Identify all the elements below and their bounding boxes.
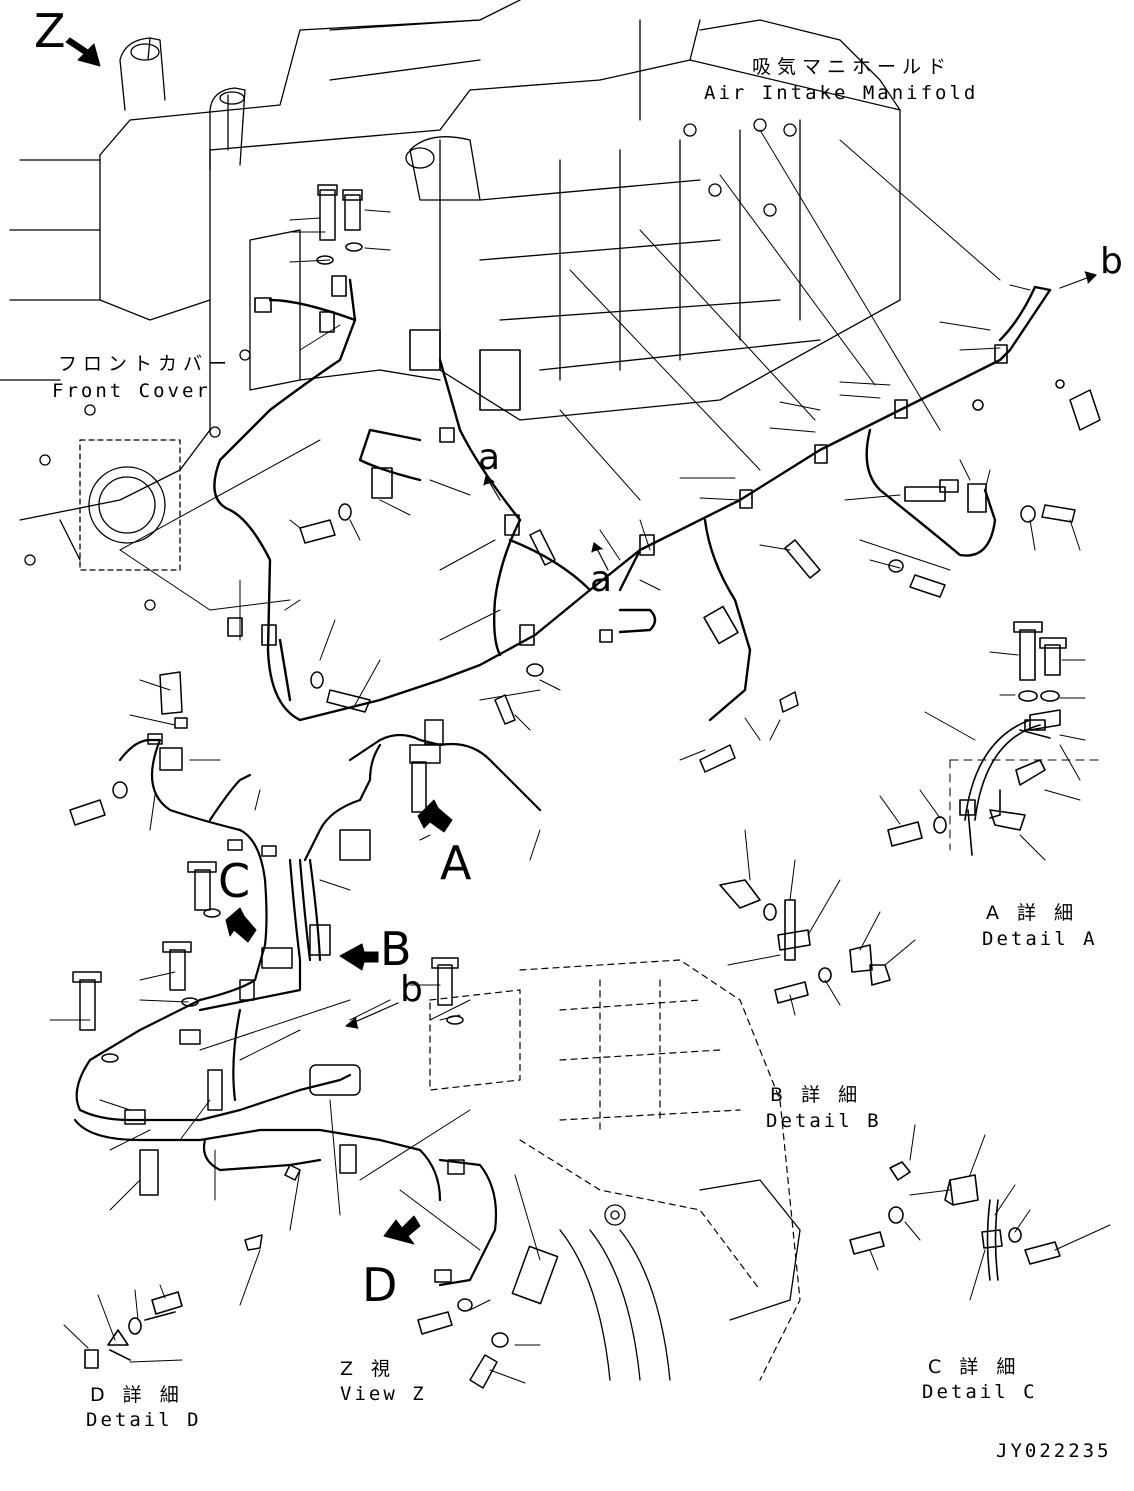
air-intake-label-en: Air Intake Manifold — [704, 82, 979, 104]
detail-a-title-en: Detail A — [982, 928, 1098, 950]
detail-c-leaders — [869, 1124, 1111, 1301]
ref-b-top: b — [1100, 241, 1123, 282]
detail-a-title-jp: A 詳 細 — [986, 902, 1080, 924]
drawing-id: JY022235 — [996, 1440, 1112, 1462]
view-z-title-en: View Z — [340, 1383, 427, 1405]
view-z-title-jp: Z 視 — [340, 1358, 397, 1380]
bolts-top — [299, 184, 1101, 773]
view-arrows — [65, 37, 453, 1245]
detail-d-leaders — [63, 1284, 183, 1363]
arrow-b-label: B — [380, 922, 412, 976]
lower-components — [124, 717, 559, 1305]
detail-d-title-jp: D 詳 細 — [90, 1384, 185, 1406]
ref-arrows — [345, 271, 1097, 1029]
leader-lines — [119, 129, 1081, 761]
arrow-d-label: D — [362, 1258, 398, 1312]
detail-c-title-jp: C 詳 細 — [928, 1356, 1022, 1378]
detail-b-title-jp: B 詳 細 — [770, 1084, 864, 1106]
detail-c — [849, 1161, 1061, 1281]
detail-b-leaders — [727, 829, 916, 1016]
lower-bolts — [69, 671, 509, 1389]
main-harness — [213, 278, 1052, 722]
ref-b-lower: b — [400, 969, 423, 1010]
arrow-c-label: C — [218, 854, 251, 908]
ref-a-1: a — [478, 437, 501, 478]
detail-frames — [949, 759, 1101, 851]
lower-harness — [73, 733, 542, 1287]
detail-c-title-en: Detail C — [922, 1381, 1038, 1403]
detail-b — [719, 879, 891, 1004]
detail-a — [887, 621, 1067, 856]
front-cover-label-en: Front Cover — [52, 380, 211, 402]
detail-d-title-en: Detail D — [86, 1409, 202, 1431]
ref-a-2: a — [590, 559, 613, 600]
harness-clips — [227, 275, 1008, 646]
front-cover-label-jp: フロントカバー — [58, 353, 234, 375]
view-z-marker: Z — [34, 4, 66, 58]
lower-leaders — [49, 679, 541, 1384]
detail-b-title-en: Detail B — [766, 1110, 882, 1132]
air-intake-label-jp: 吸気マニホールド — [752, 56, 953, 78]
arrow-a-label: A — [440, 836, 472, 890]
detail-d — [84, 1291, 183, 1369]
engine-lower — [429, 959, 801, 1381]
detail-a-leaders — [879, 651, 1086, 861]
